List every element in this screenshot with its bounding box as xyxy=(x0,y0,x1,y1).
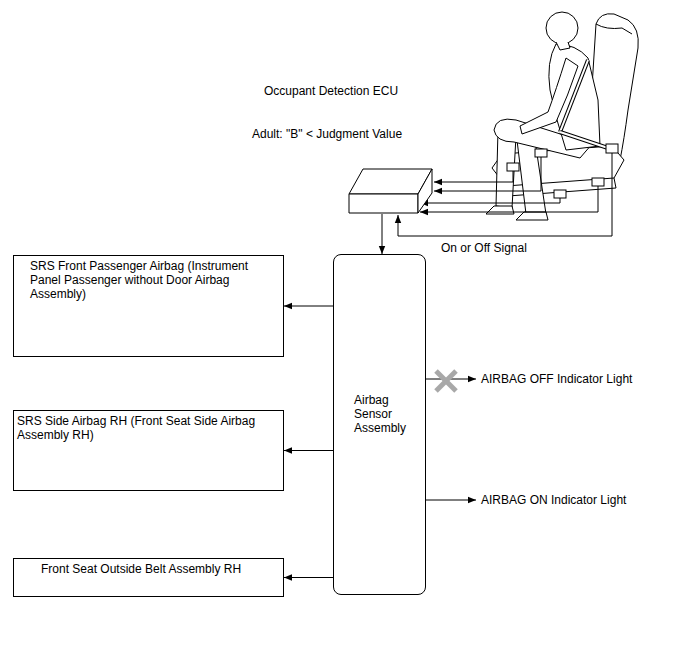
sensor-signal-lines xyxy=(398,153,612,236)
signal-line xyxy=(420,186,598,212)
sensor xyxy=(535,149,547,157)
seated-occupant xyxy=(486,12,638,220)
sensor-assembly-box: Airbag Sensor Assembly xyxy=(333,254,426,595)
connector-arrow xyxy=(284,306,333,307)
buckle-switch xyxy=(606,144,618,153)
ecu-front-face xyxy=(349,194,418,213)
component-box: SRS Front Passenger Airbag (Instrument P… xyxy=(13,255,284,357)
ecu-box: Occupant Detection ECU xyxy=(348,168,433,214)
ecu-outline xyxy=(348,168,433,214)
node-heading: Occupant Detection ECU xyxy=(264,84,398,98)
cross-stroke xyxy=(436,371,456,391)
connector-arrow xyxy=(284,577,333,578)
seat-sensors xyxy=(507,144,618,198)
arm xyxy=(520,58,578,134)
headrest-line xyxy=(596,24,632,34)
signal-line xyxy=(420,198,560,203)
ecu-side-face xyxy=(418,169,432,213)
lap-belt-fill xyxy=(560,132,608,148)
shoulder-belt-fill xyxy=(560,60,588,132)
lap-belt xyxy=(560,132,608,148)
neck xyxy=(556,42,570,50)
component-box: Front Seat Outside Belt Assembly RH xyxy=(13,558,284,597)
node-text: Airbag Sensor Assembly xyxy=(354,393,420,435)
note-label: On or Off Signal xyxy=(440,241,528,255)
indicator-arrow xyxy=(426,500,476,501)
on-off-signal-line xyxy=(398,153,612,236)
cross-mark xyxy=(436,371,456,391)
node-text: SRS Front Passenger Airbag (Instrument P… xyxy=(30,259,275,301)
sensor xyxy=(592,178,604,186)
foot xyxy=(516,212,548,220)
connector-arrow xyxy=(382,214,383,254)
signal-line xyxy=(434,157,541,191)
cross-stroke xyxy=(436,371,456,391)
indicator-arrows xyxy=(426,379,476,500)
head xyxy=(546,12,578,44)
note-label: Adult: "B" < Judgment Value xyxy=(251,127,403,141)
shoulder-belt xyxy=(560,60,588,132)
connector-arrow xyxy=(284,450,333,451)
component-box: SRS Side Airbag RH (Front Seat Side Airb… xyxy=(13,410,284,491)
sensor xyxy=(554,190,566,198)
note-label: AIRBAG ON Indicator Light xyxy=(480,493,627,507)
signal-line xyxy=(434,171,513,182)
sensor xyxy=(507,163,519,171)
node-text: SRS Side Airbag RH (Front Seat Side Airb… xyxy=(17,414,279,442)
node-text: Front Seat Outside Belt Assembly RH xyxy=(41,562,281,576)
note-label: AIRBAG OFF Indicator Light xyxy=(480,372,633,386)
foot xyxy=(486,206,514,214)
